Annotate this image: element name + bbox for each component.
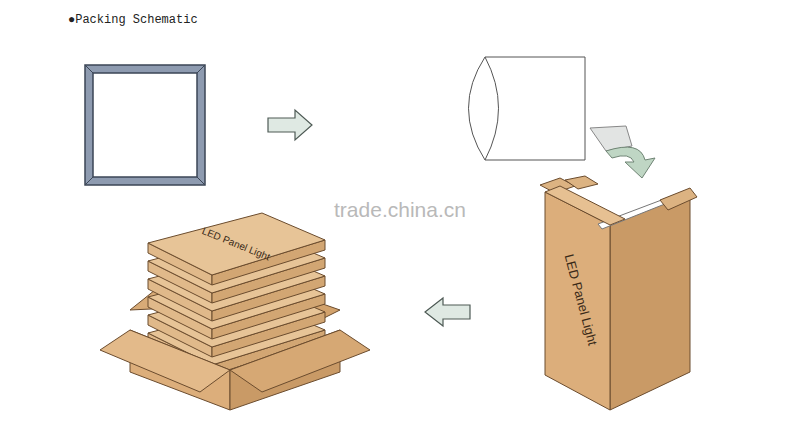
step-arrow [268, 110, 312, 140]
step-arrow [425, 298, 470, 326]
step-arrow [590, 126, 655, 178]
watermark: trade.china.cn [334, 198, 466, 222]
open-carton [100, 330, 370, 410]
diagram-title: ●Packing Schematic [68, 14, 198, 28]
single-carton [540, 176, 697, 410]
panel-frame [85, 65, 205, 185]
protective-bag [469, 57, 586, 160]
